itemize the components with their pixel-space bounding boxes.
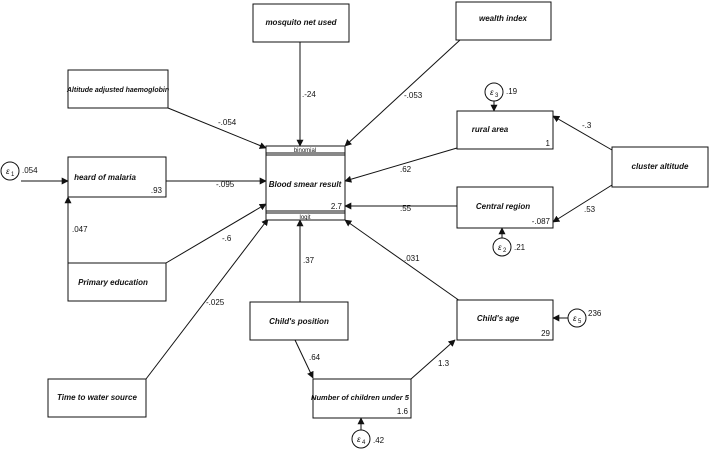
edge-label-heard-blood: -.095	[216, 180, 235, 189]
edge-label-num-age: 1.3	[438, 359, 450, 368]
node-heard-of-malaria: heard of malaria .93	[67, 156, 167, 198]
node-number-children: Number of children under 5 1.6	[311, 378, 412, 419]
edge-label-age-blood: .031	[404, 254, 420, 263]
svg-text:ε: ε	[357, 435, 361, 444]
error-term-rural: ε 3 .19	[484, 82, 518, 102]
svg-text:mosquito net used: mosquito net used	[265, 18, 337, 27]
svg-text:2.7: 2.7	[331, 202, 343, 211]
svg-text:Time to water source: Time to water source	[57, 393, 137, 402]
node-mosquito-net: mosquito net used	[252, 3, 350, 43]
svg-text:wealth index: wealth index	[479, 14, 528, 23]
svg-text:ε: ε	[498, 243, 502, 252]
edge-label-cluster-central: .53	[584, 205, 596, 214]
node-childs-position: Child's position	[249, 301, 349, 341]
svg-text:Number of children under 5: Number of children under 5	[311, 393, 410, 402]
svg-text:Central region: Central region	[476, 202, 530, 211]
error-term-num-children: ε 4 .42	[351, 429, 385, 449]
edge-label-rural-blood: .62	[400, 165, 412, 174]
svg-text:3: 3	[495, 93, 499, 99]
svg-text:1.6: 1.6	[397, 407, 409, 416]
svg-text:Blood smear result: Blood smear result	[269, 180, 342, 189]
error-term-heard: ε 1 .054	[0, 161, 38, 181]
svg-text:.054: .054	[22, 166, 38, 175]
edge-childpos-num	[294, 339, 314, 379]
edge-label-childpos-num: .64	[309, 353, 321, 362]
edge-label-cluster-rural: -.3	[582, 121, 592, 130]
edge-cluster-rural	[552, 115, 613, 151]
svg-text:4: 4	[362, 440, 366, 446]
svg-text:.93: .93	[151, 186, 163, 195]
node-rural-area: rural area 1	[456, 110, 554, 150]
svg-text:-.087: -.087	[532, 217, 551, 226]
svg-text:Child's position: Child's position	[269, 317, 329, 326]
svg-text:1: 1	[546, 139, 551, 148]
edge-label-mosquito-blood: .-24	[302, 90, 316, 99]
node-cluster-altitude: cluster altitude	[611, 146, 709, 188]
edge-label-time-blood: -.025	[206, 298, 225, 307]
svg-text:ε: ε	[490, 88, 494, 97]
svg-text:2: 2	[503, 248, 507, 254]
svg-text:.21: .21	[514, 243, 526, 252]
error-term-central: ε 2 .21	[492, 237, 526, 257]
node-time-to-water: Time to water source	[47, 378, 147, 418]
svg-text:29: 29	[541, 329, 550, 338]
edge-time-blood	[145, 218, 269, 380]
edge-label-childpos-blood: .37	[303, 256, 315, 265]
node-blood-smear: binomial Blood smear result 2.7 logit	[265, 145, 346, 221]
node-altitude-haemoglobin: Altitude adjusted haemoglobin	[66, 69, 169, 109]
node-childs-age: Child's age 29	[456, 299, 554, 341]
svg-text:rural area: rural area	[472, 125, 509, 134]
logit-tag: logit	[299, 215, 310, 221]
svg-text:cluster altitude: cluster altitude	[632, 162, 689, 171]
svg-text:ε: ε	[573, 314, 577, 323]
svg-text:.19: .19	[506, 87, 518, 96]
node-wealth-index: wealth index	[455, 1, 552, 41]
edge-num-age	[410, 339, 456, 380]
node-central-region: Central region -.087	[456, 186, 554, 229]
edge-wealth-blood	[344, 39, 461, 147]
node-primary-education: Primary education	[67, 262, 167, 302]
svg-text:heard of malaria: heard of malaria	[74, 173, 136, 182]
svg-text:ε: ε	[6, 167, 10, 176]
edge-altitude-blood	[167, 107, 267, 149]
svg-text:Child's age: Child's age	[477, 314, 520, 323]
edge-cluster-central	[552, 184, 613, 223]
edge-label-central-blood: .55	[400, 204, 412, 213]
error-term-age: ε 5 236	[567, 308, 602, 328]
edge-rural-blood	[344, 147, 458, 183]
edge-label-altitude-blood: -.054	[218, 118, 237, 127]
svg-text:1: 1	[11, 172, 15, 178]
edge-label-wealth-blood: -.053	[404, 91, 423, 100]
edge-label-primary-heard: .047	[72, 225, 88, 234]
svg-text:5: 5	[578, 319, 582, 325]
svg-text:Primary education: Primary education	[78, 278, 148, 287]
svg-text:236: 236	[588, 309, 602, 318]
svg-text:.42: .42	[373, 436, 385, 445]
svg-text:Altitude adjusted haemoglobin: Altitude adjusted haemoglobin	[66, 87, 169, 94]
edge-primary-blood	[165, 203, 267, 264]
edge-labels: .-24 -.053 -.054 -.095 .047 -.6 -.025 .6…	[72, 90, 596, 368]
binomial-tag: binomial	[294, 148, 316, 154]
edge-label-primary-blood: -.6	[222, 234, 232, 243]
edge-age-blood	[344, 219, 461, 302]
edges	[21, 39, 613, 430]
